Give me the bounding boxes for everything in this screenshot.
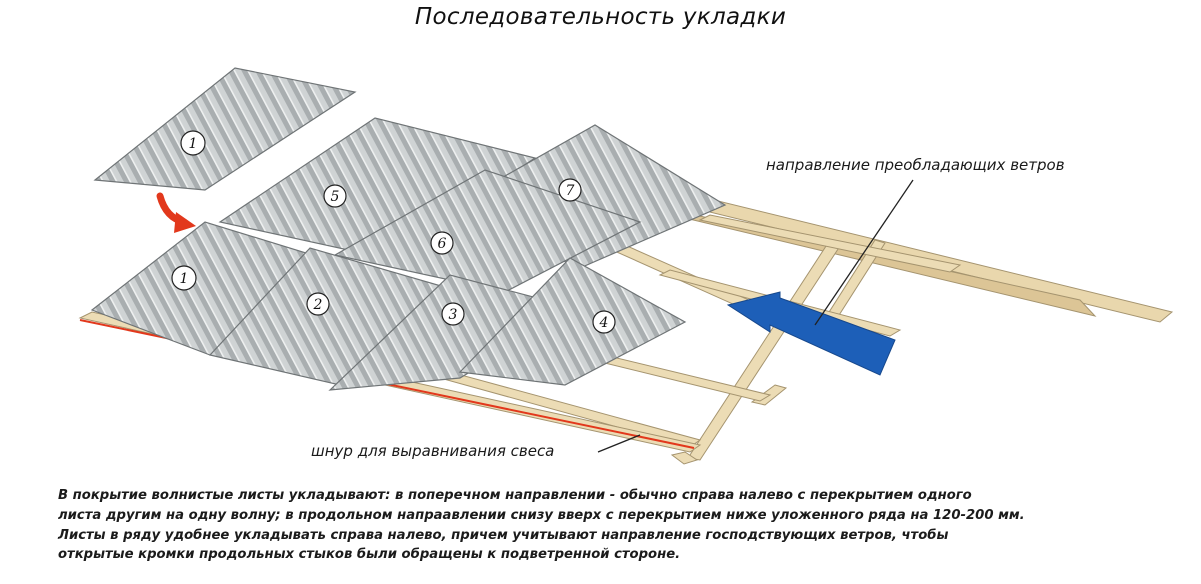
caption-text: В покрытие волнистые листы укладывают: в… <box>58 486 1188 565</box>
caption-line: листа другим на одну волну; в продольном… <box>58 507 1025 523</box>
sheet-4 <box>458 257 687 386</box>
sheet-numbers: 1 5 7 1 2 6 3 4 <box>171 130 616 334</box>
sheet-number: 7 <box>566 183 575 199</box>
batten <box>698 214 962 273</box>
wind-leader-line <box>814 179 914 326</box>
placement-arrow <box>156 192 196 233</box>
sheet-5 <box>218 117 537 259</box>
diagram-title: Последовательность укладки <box>414 4 787 30</box>
sheet-1-top <box>93 67 357 191</box>
eave-post <box>670 451 699 465</box>
sheet-number: 1 <box>180 271 189 287</box>
sheet-number: 2 <box>313 297 323 313</box>
caption-line: открытые кромки продольных стыков были о… <box>58 547 681 563</box>
wind-arrow <box>726 291 896 376</box>
sheet-number: 5 <box>331 189 340 205</box>
cord-label: шнур для выравнивания свеса <box>311 442 554 460</box>
rafter <box>687 239 843 461</box>
batten <box>438 371 702 448</box>
sheet-number: 1 <box>189 136 198 152</box>
wind-direction-label: направление преобладающих ветров <box>766 156 1065 174</box>
sheet-number: 6 <box>438 236 447 252</box>
sheet-number: 3 <box>449 307 458 323</box>
roof-sheets <box>90 67 727 391</box>
caption-line: Листы в ряду удобнее укладывать справа н… <box>58 527 949 543</box>
sheet-number: 4 <box>599 315 609 331</box>
cord-leader-line <box>597 434 641 453</box>
caption-line: В покрытие волнистые листы укладывают: в… <box>58 488 972 503</box>
